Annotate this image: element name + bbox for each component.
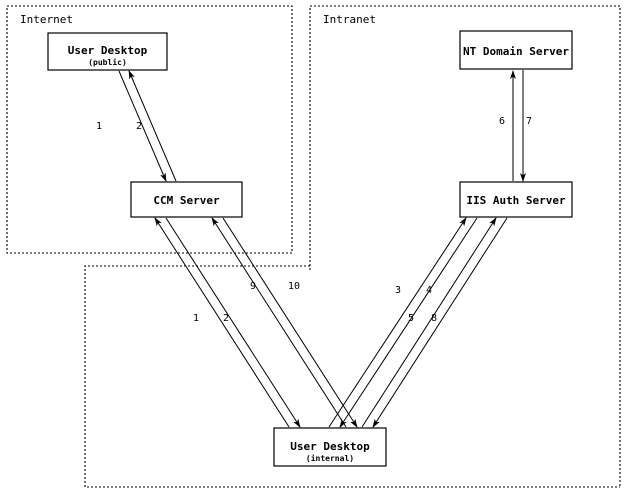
flow-label-6: 6 bbox=[499, 116, 505, 127]
edge-step-1-line bbox=[118, 70, 167, 182]
user-desktop-public-subtitle: (public) bbox=[88, 57, 127, 67]
zone-internet-label: Internet bbox=[20, 13, 73, 26]
edge-internal-desktop-iis-right: 5 8 bbox=[361, 217, 508, 428]
flow-label-1-public: 1 bbox=[96, 121, 102, 132]
flow-label-9: 9 bbox=[250, 281, 256, 292]
edge-step-3-line bbox=[328, 217, 467, 428]
zone-internet-border bbox=[6, 5, 293, 254]
edge-step-8-line bbox=[372, 217, 508, 428]
iis-auth-server-title: IIS Auth Server bbox=[466, 194, 566, 207]
flow-label-2-public: 2 bbox=[136, 121, 142, 132]
zone-intranet-label: Intranet bbox=[323, 13, 376, 26]
flow-label-4: 4 bbox=[426, 285, 432, 296]
edge-step-2-internal-line bbox=[165, 217, 301, 428]
edge-step-4-line bbox=[339, 217, 478, 428]
node-user-desktop-public[interactable]: User Desktop (public) bbox=[47, 32, 168, 71]
edge-step-5-line bbox=[361, 217, 497, 428]
edge-iis-nt-domain: 6 7 bbox=[499, 70, 532, 182]
ccm-server-title: CCM Server bbox=[153, 194, 220, 207]
flow-label-1-internal: 1 bbox=[193, 313, 199, 324]
nt-domain-server-title: NT Domain Server bbox=[463, 45, 569, 58]
zone-intranet: Intranet bbox=[309, 5, 621, 487]
edge-step-1-internal-line bbox=[154, 217, 290, 428]
edge-step-9-line bbox=[211, 217, 347, 428]
edge-step-2-line bbox=[128, 70, 177, 182]
user-desktop-internal-title: User Desktop bbox=[290, 440, 370, 453]
nt-domain-server-box[interactable] bbox=[459, 30, 573, 70]
ccm-server-box[interactable] bbox=[130, 181, 243, 218]
node-iis-auth-server[interactable]: IIS Auth Server bbox=[459, 181, 573, 218]
zone-intranet-border bbox=[309, 5, 621, 487]
flow-label-5: 5 bbox=[408, 313, 414, 324]
edge-internal-desktop-ccm-left: 1 2 bbox=[154, 217, 301, 428]
flow-label-3: 3 bbox=[395, 285, 401, 296]
node-user-desktop-internal[interactable]: User Desktop (internal) bbox=[273, 427, 387, 467]
flow-label-10: 10 bbox=[288, 281, 300, 292]
flow-label-2-internal: 2 bbox=[223, 313, 229, 324]
zone-internal-network bbox=[84, 265, 620, 488]
edge-internal-desktop-iis-left: 3 4 bbox=[328, 217, 478, 428]
zone-internet: Internet bbox=[6, 5, 293, 254]
edge-public-desktop-ccm: 1 2 bbox=[96, 70, 177, 182]
zone-internal-border bbox=[84, 265, 620, 488]
edge-internal-desktop-ccm-right: 9 10 bbox=[211, 217, 358, 428]
node-nt-domain-server[interactable]: NT Domain Server bbox=[459, 30, 573, 70]
user-desktop-public-title: User Desktop bbox=[68, 44, 148, 57]
edge-step-10-line bbox=[222, 217, 358, 428]
node-ccm-server[interactable]: CCM Server bbox=[130, 181, 243, 218]
user-desktop-internal-box[interactable] bbox=[273, 427, 387, 467]
flow-label-7: 7 bbox=[526, 116, 532, 127]
user-desktop-public-box[interactable] bbox=[47, 32, 168, 71]
flow-label-8: 8 bbox=[431, 313, 437, 324]
user-desktop-internal-subtitle: (internal) bbox=[306, 453, 354, 463]
iis-auth-server-box[interactable] bbox=[459, 181, 573, 218]
